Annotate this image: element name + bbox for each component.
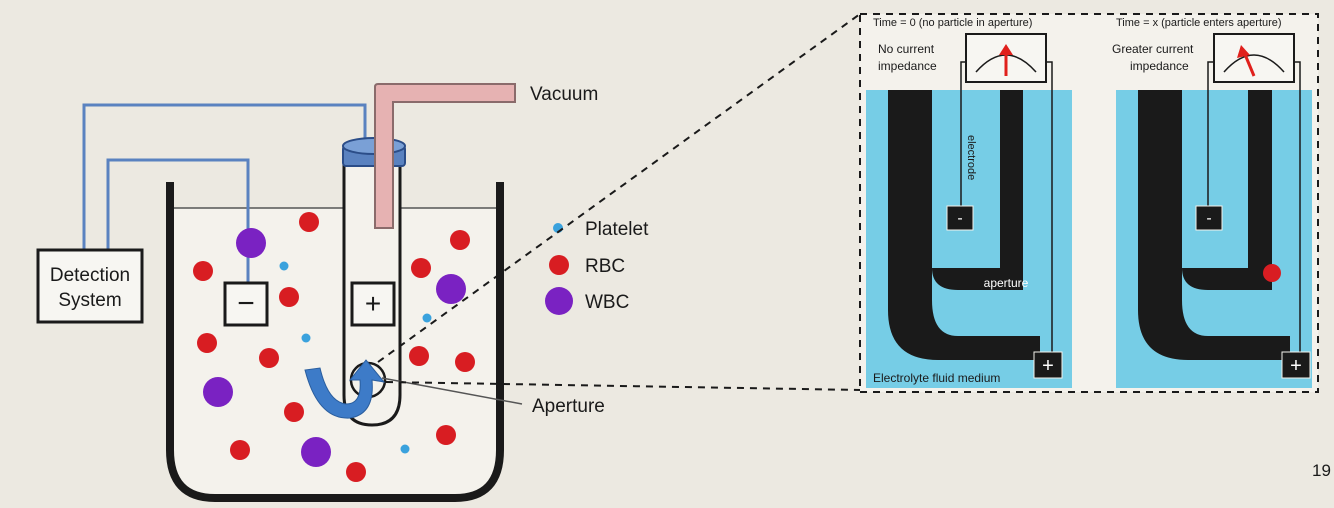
left-neg-wire xyxy=(960,61,966,206)
meter-left-needle-tip xyxy=(999,44,1013,55)
wire-to-negative xyxy=(106,158,250,283)
rbc-particle xyxy=(193,261,213,281)
wbc-particle xyxy=(236,228,266,258)
detection-system-box xyxy=(36,248,144,324)
rbc-particle xyxy=(279,287,299,307)
rbc-particle xyxy=(346,462,366,482)
no-current-label-1: No current xyxy=(878,42,935,56)
meter-right-needle-tip xyxy=(1237,45,1250,58)
beaker-apparatus: Detection System Vacuum − + Aperture xyxy=(36,83,605,502)
zoom-connector-bottom xyxy=(385,381,861,391)
negative-electrode xyxy=(223,281,269,327)
aperture-inset-label: aperture xyxy=(984,276,1029,290)
greater-current-label-1: Greater current xyxy=(1112,42,1194,56)
rbc-particle xyxy=(436,425,456,445)
legend: Platelet RBC WBC xyxy=(545,219,649,315)
positive-electrode-symbol: + xyxy=(365,288,381,319)
electrode-label: electrode xyxy=(965,135,977,180)
wbc-particle xyxy=(436,274,466,304)
left-neg-symbol: - xyxy=(957,210,962,227)
no-current-label-2: impedance xyxy=(878,59,937,73)
legend-wbc-swatch xyxy=(545,287,573,315)
greater-current-label-2: impedance xyxy=(1130,59,1189,73)
beaker-liquid xyxy=(170,208,500,495)
positive-electrode xyxy=(350,281,396,327)
platelet-particle xyxy=(422,313,432,323)
legend-rbc-swatch xyxy=(549,255,569,275)
page-number: 19 xyxy=(1312,461,1331,480)
electrolyte-label: Electrolyte fluid medium xyxy=(873,371,1000,385)
time-zero-label: Time = 0 (no particle in aperture) xyxy=(873,17,1032,29)
rbc-in-aperture xyxy=(1263,264,1281,282)
legend-rbc-label: RBC xyxy=(585,256,625,277)
right-neg-box xyxy=(1195,205,1223,231)
platelet-particle xyxy=(279,261,289,271)
rbc-particle xyxy=(284,402,304,422)
u-tube-right-base xyxy=(1182,250,1272,290)
right-pos-wire xyxy=(1294,61,1301,352)
time-x-label: Time = x (particle enters aperture) xyxy=(1116,17,1282,29)
left-pos-box xyxy=(1033,351,1063,379)
left-pos-symbol: + xyxy=(1042,355,1054,377)
u-tube-left xyxy=(888,90,1040,360)
zoom-connector-top xyxy=(377,13,861,363)
right-neg-wire xyxy=(1207,61,1214,206)
rbc-particle xyxy=(230,440,250,460)
platelet-particle xyxy=(301,333,311,343)
vacuum-label: Vacuum xyxy=(530,84,598,105)
left-pos-wire xyxy=(1046,61,1053,352)
rbc-particle xyxy=(409,346,429,366)
inset-panel: Time = 0 (no particle in aperture) No cu… xyxy=(859,13,1319,393)
detection-system-label-2: System xyxy=(58,290,121,311)
left-neg-box xyxy=(946,205,974,231)
rbc-particle xyxy=(455,352,475,372)
legend-wbc-label: WBC xyxy=(585,292,629,313)
inset-left: Time = 0 (no particle in aperture) No cu… xyxy=(866,17,1072,388)
rbc-particle xyxy=(411,258,431,278)
legend-platelet-label: Platelet xyxy=(585,219,649,240)
flow-arrow-icon xyxy=(304,359,386,419)
aperture-label: Aperture xyxy=(532,396,605,417)
particles xyxy=(193,212,475,482)
beaker-wall xyxy=(166,182,504,502)
meter-right-arc xyxy=(1223,54,1285,73)
inset-right: Time = x (particle enters aperture) Grea… xyxy=(1112,17,1312,388)
right-pos-symbol: + xyxy=(1290,355,1302,377)
platelet-particle xyxy=(400,444,410,454)
wbc-particle xyxy=(203,377,233,407)
rbc-particle xyxy=(197,333,217,353)
rbc-particle xyxy=(299,212,319,232)
negative-electrode-symbol: − xyxy=(237,287,255,320)
detection-system-label-1: Detection xyxy=(50,265,130,286)
vacuum-tube xyxy=(374,83,516,229)
u-tube-left-base xyxy=(932,250,1023,290)
rbc-particle xyxy=(259,348,279,368)
u-tube-right xyxy=(1138,90,1290,360)
rbc-particle xyxy=(450,230,470,250)
right-neg-symbol: - xyxy=(1206,210,1211,227)
right-pos-box xyxy=(1281,351,1311,379)
wbc-particle xyxy=(301,437,331,467)
